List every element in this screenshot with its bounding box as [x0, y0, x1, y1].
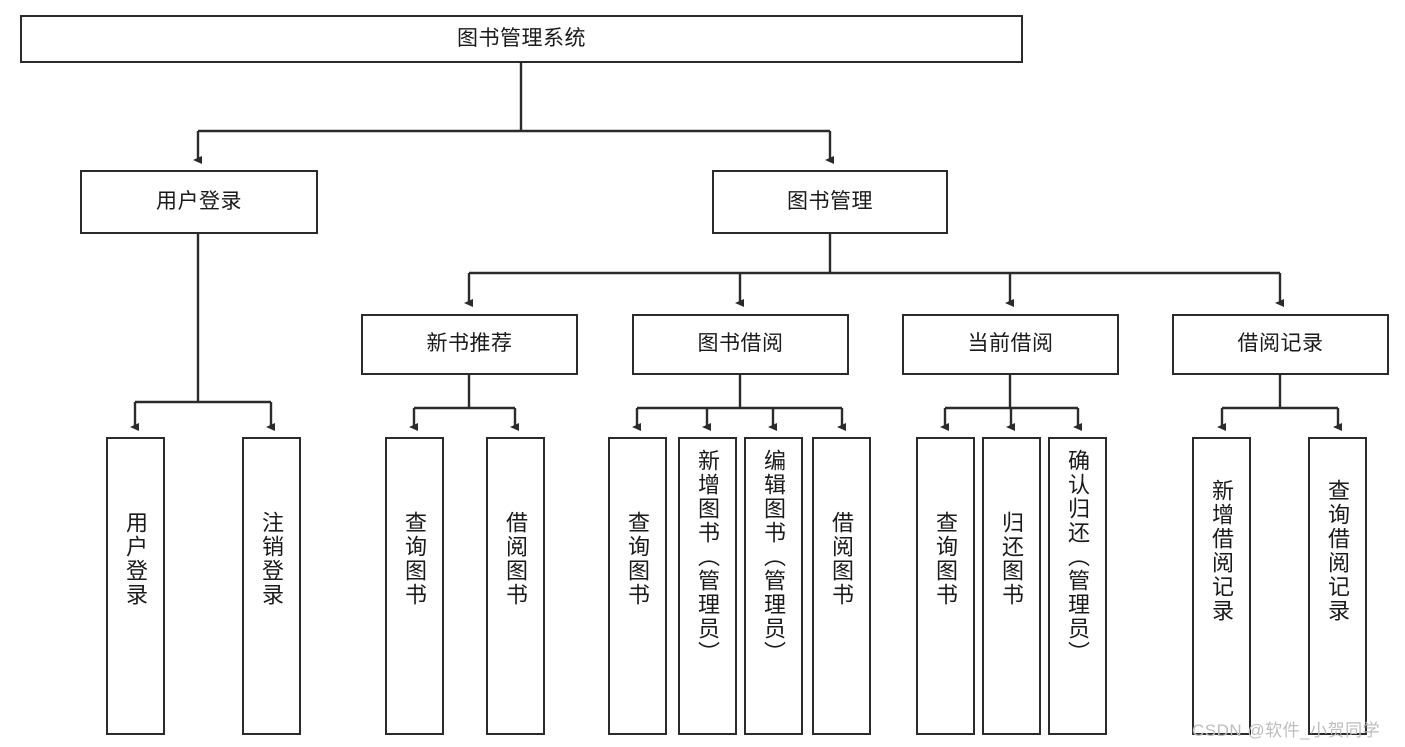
node-label: 用户登录	[123, 511, 149, 607]
node-label: 图书管理	[787, 189, 873, 213]
node-label: 新增借阅记录	[1209, 479, 1235, 623]
node-label: 用户登录	[156, 189, 242, 213]
leaf-record-query-record[interactable]: 查询借阅记录	[1308, 437, 1367, 735]
leaf-borrow-query-book[interactable]: 查询图书	[608, 437, 667, 735]
node-label: 编辑图书（管理员）	[761, 449, 787, 665]
node-user-login[interactable]: 用户登录	[80, 170, 318, 234]
node-borrow-record[interactable]: 借阅记录	[1172, 314, 1389, 375]
leaf-user-login-login[interactable]: 用户登录	[106, 437, 165, 735]
node-new-book-recommend[interactable]: 新书推荐	[361, 314, 578, 375]
node-book-management[interactable]: 图书管理	[712, 170, 948, 234]
node-label: 归还图书	[999, 511, 1025, 607]
node-book-borrow[interactable]: 图书借阅	[632, 314, 849, 375]
leaf-current-confirm-return-admin[interactable]: 确认归还（管理员）	[1048, 437, 1107, 735]
node-label: 借阅图书	[503, 511, 529, 607]
node-label: 查询图书	[933, 511, 959, 607]
leaf-record-add-record[interactable]: 新增借阅记录	[1192, 437, 1251, 735]
node-label: 新增图书（管理员）	[695, 449, 721, 665]
node-label: 查询图书	[402, 511, 428, 607]
csdn-watermark: CSDN @软件_小贺同学	[1192, 721, 1381, 740]
node-label: 图书借阅	[697, 332, 784, 356]
leaf-current-return-book[interactable]: 归还图书	[982, 437, 1041, 735]
node-label: 新书推荐	[426, 332, 513, 356]
leaf-recommend-borrow-book[interactable]: 借阅图书	[486, 437, 545, 735]
leaf-borrow-edit-book-admin[interactable]: 编辑图书（管理员）	[744, 437, 803, 735]
node-label: 借阅记录	[1237, 332, 1324, 356]
node-label: 查询图书	[625, 511, 651, 607]
node-label: 注销登录	[259, 511, 285, 607]
node-label: 借阅图书	[829, 511, 855, 607]
leaf-recommend-query-book[interactable]: 查询图书	[385, 437, 444, 735]
leaf-user-login-logout[interactable]: 注销登录	[242, 437, 301, 735]
node-current-borrow[interactable]: 当前借阅	[902, 314, 1119, 375]
node-label: 图书管理系统	[457, 26, 586, 50]
node-label: 确认归还（管理员）	[1065, 449, 1091, 665]
leaf-borrow-add-book-admin[interactable]: 新增图书（管理员）	[678, 437, 737, 735]
node-label: 查询借阅记录	[1325, 479, 1351, 623]
node-label: 当前借阅	[967, 332, 1054, 356]
leaf-current-query-book[interactable]: 查询图书	[916, 437, 975, 735]
leaf-borrow-borrow-book[interactable]: 借阅图书	[812, 437, 871, 735]
node-root-system[interactable]: 图书管理系统	[20, 15, 1023, 63]
